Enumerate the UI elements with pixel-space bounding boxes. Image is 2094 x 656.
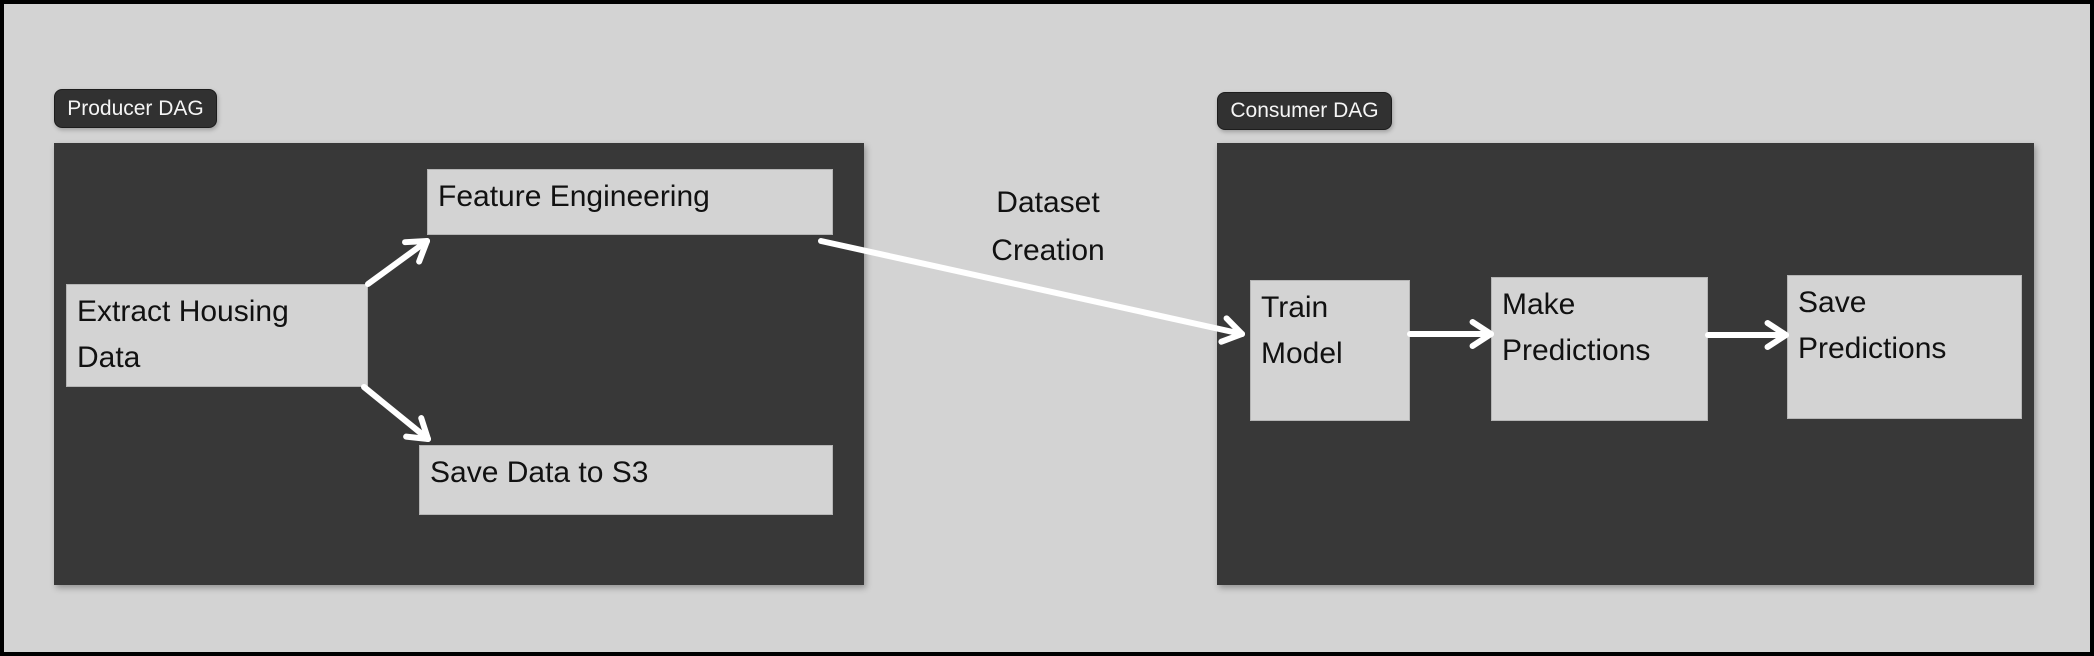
- dataset-creation-label: Dataset Creation: [933, 179, 1163, 275]
- node-label: Feature Engineering: [438, 180, 710, 213]
- node-label: Extract Housing: [77, 295, 289, 328]
- node-label: Save Data to S3: [430, 456, 649, 489]
- node-train-model: Train Model: [1250, 280, 1410, 421]
- node-label: Save: [1798, 286, 1867, 319]
- node-save-data-to-s3: Save Data to S3: [419, 445, 833, 515]
- node-label: Train: [1261, 291, 1329, 324]
- node-make-predictions: Make Predictions: [1491, 277, 1708, 421]
- node-label: Predictions: [1502, 334, 1651, 367]
- node-save-predictions: Save Predictions: [1787, 275, 2022, 419]
- node-feature-engineering: Feature Engineering: [427, 169, 833, 235]
- producer-dag-badge: Producer DAG: [54, 89, 217, 128]
- dataset-creation-label-line: Creation: [991, 234, 1105, 267]
- node-label: Predictions: [1798, 332, 1947, 365]
- node-label: Model: [1261, 337, 1343, 370]
- dataset-creation-label-line: Dataset: [996, 186, 1100, 219]
- node-extract-housing-data: Extract Housing Data: [66, 284, 368, 387]
- node-label: Data: [77, 341, 141, 374]
- node-label: Make: [1502, 288, 1576, 321]
- consumer-dag-badge: Consumer DAG: [1217, 92, 1392, 130]
